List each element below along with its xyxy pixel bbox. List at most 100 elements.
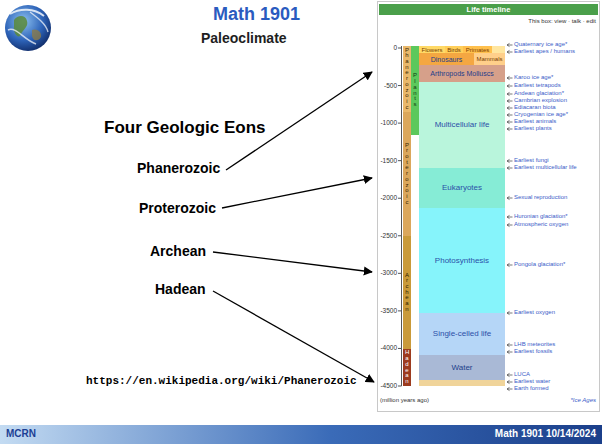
axis-value: -3000 <box>380 269 397 277</box>
annotation-arrow <box>507 106 513 109</box>
axis-ticks <box>398 48 402 386</box>
annotation-arrow <box>507 387 513 390</box>
axis-value: -500 <box>384 82 397 90</box>
axis-tick <box>398 273 402 274</box>
axis-unit: (million years ago) <box>380 397 429 404</box>
axis-tick <box>398 48 402 49</box>
life-cell: Birds <box>445 46 463 53</box>
axis-tick <box>398 310 402 311</box>
axis-value: -1000 <box>380 119 397 127</box>
annotation-arrow <box>507 127 513 130</box>
annotation-arrow <box>507 113 513 116</box>
band-label: Flowers <box>421 47 442 53</box>
band-label: Photosynthesis <box>435 257 489 265</box>
eon-label: Proterozoic <box>139 200 216 217</box>
event-annotation: Earliest animals <box>514 118 556 125</box>
life-band: Water <box>419 355 505 380</box>
annotation-arrow <box>507 92 513 95</box>
axis-tick <box>398 123 402 124</box>
band-label: Primates <box>466 47 490 53</box>
footer-text: Math 1901 10/14/2024 <box>495 428 596 440</box>
earth-image <box>5 5 51 51</box>
life-band: Dinosaurs <box>419 53 474 65</box>
event-annotation: Atmospheric oxygen <box>514 221 568 228</box>
life-cell: Flowers <box>419 46 445 53</box>
event-annotation: Quaternary ice age* <box>514 41 567 48</box>
annotation-arrow <box>507 99 513 102</box>
slide-subtitle: Paleoclimate <box>201 30 287 47</box>
time-axis <box>401 46 402 386</box>
band-label: Arthropods Molluscs <box>430 70 493 77</box>
annotation-arrow <box>507 311 513 314</box>
event-annotation: Karoo ice age* <box>514 74 553 81</box>
footer-bar <box>0 425 602 444</box>
event-annotation: Cambrian explosion <box>514 97 567 104</box>
band-label: Water <box>451 364 472 372</box>
ice-age-note: *Ice Ages <box>571 397 596 404</box>
axis-tick <box>398 348 402 349</box>
event-annotation: LHB meteorites <box>514 341 555 348</box>
plants-strip: Plants <box>411 46 419 135</box>
event-annotation: Earliest tetrapods <box>514 82 561 89</box>
event-annotation: Andean glaciation* <box>514 90 564 97</box>
section-heading: Four Geologic Eons <box>104 118 266 138</box>
eon-strip: Proterozoic <box>403 112 411 236</box>
axis-value: 0 <box>393 44 397 52</box>
eon-label: Archean <box>150 243 206 260</box>
eon-strip: Phanerozoic <box>403 46 411 112</box>
event-annotation: Earth formed <box>514 385 549 392</box>
annotation-arrow <box>507 343 513 346</box>
annotation-arrow <box>507 263 513 266</box>
logo-text: MCRN <box>6 428 36 440</box>
annotation-arrow <box>507 43 513 46</box>
annotation-arrows <box>507 43 513 390</box>
filler-cell <box>492 46 505 53</box>
event-annotation: Huronian glaciation* <box>514 213 568 220</box>
axis-value: -2000 <box>380 194 397 202</box>
axis-tick <box>398 85 402 86</box>
band-label: Mammals <box>476 56 502 62</box>
event-annotation: Sexual reproduction <box>514 194 567 201</box>
event-annotation: Earliest multicellular life <box>514 164 577 171</box>
band-label: Single-celled life <box>433 330 491 338</box>
vertical-label: Proterozoic <box>405 143 409 206</box>
life-cell: Mammals <box>474 53 505 65</box>
event-annotation: Earliest fossils <box>514 348 552 355</box>
axis-value: -2500 <box>380 232 397 240</box>
slide-title: Math 1901 <box>213 4 300 25</box>
annotation-arrow <box>507 76 513 79</box>
life-band: Single-celled life <box>419 313 505 355</box>
vertical-label: Archean <box>405 273 409 313</box>
axis-value: -1500 <box>380 157 397 165</box>
event-annotation: LUCA <box>514 371 530 378</box>
axis-tick <box>398 160 402 161</box>
box-links: This box: view · talk · edit <box>528 18 596 25</box>
annotation-arrow <box>507 215 513 218</box>
vertical-label: Hadean <box>405 350 409 384</box>
axis-value: -4500 <box>380 382 397 390</box>
event-annotation: Pongola glaciation* <box>514 261 565 268</box>
band-label: Multicellular life <box>435 121 490 129</box>
eon-strip: Hadean <box>403 349 411 386</box>
eon-strip: Archean <box>403 236 411 349</box>
eon-label: Hadean <box>155 281 206 298</box>
axis-value: -3500 <box>380 307 397 315</box>
annotation-arrow <box>507 84 513 87</box>
event-annotation: Cryogenian ice age* <box>514 111 568 118</box>
annotation-arrow <box>507 223 513 226</box>
life-band: Multicellular life <box>419 82 505 168</box>
axis-tick <box>398 235 402 236</box>
annotation-arrow <box>507 159 513 162</box>
annotation-arrow <box>507 166 513 169</box>
event-annotation: Earliest plants <box>514 125 552 132</box>
life-band: Eukaryotes <box>419 168 505 208</box>
annotation-arrow <box>507 196 513 199</box>
timeline-frame <box>378 2 600 412</box>
event-annotation: Ediacaran biota <box>514 104 556 111</box>
source-url: https://en.wikipedia.org/wiki/Phanerozoi… <box>86 375 357 388</box>
annotation-arrow <box>507 120 513 123</box>
event-annotation: Earliest fungi <box>514 157 549 164</box>
band-label: Eukaryotes <box>442 184 482 192</box>
header-bar: Life timeline <box>379 4 598 15</box>
axis-tick <box>398 198 402 199</box>
